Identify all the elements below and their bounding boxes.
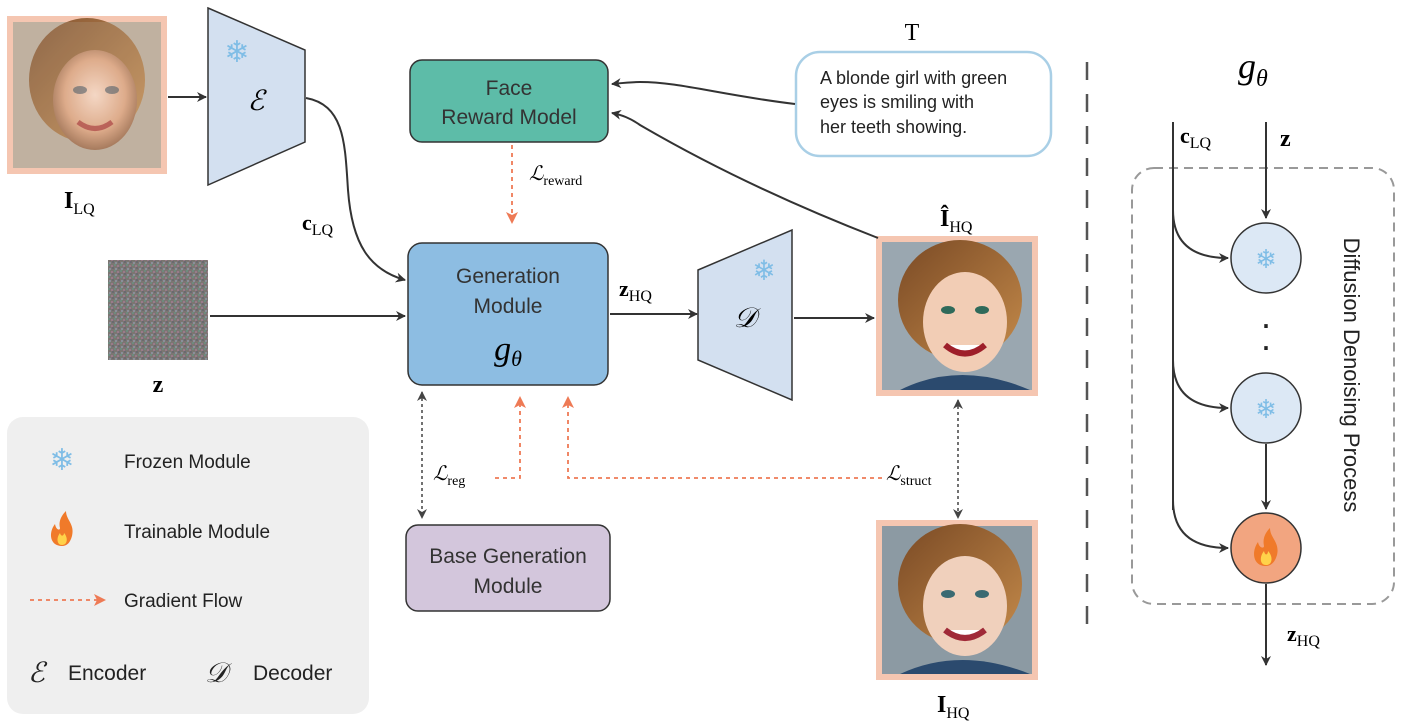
arrow-c-lq-step2 [1172,359,1229,413]
face-reward-line2: Reward Model [441,106,576,129]
text-prompt-label: T [905,20,920,46]
denoise-step-1: ❄ [1230,222,1302,294]
diffusion-process-box [1131,167,1395,605]
decoder-block: ❄ 𝒟 [697,228,793,402]
legend-frozen-label: Frozen Module [124,452,251,473]
face-reward-line1: Face [486,77,533,100]
base-generation-line1: Base Generation [429,545,587,568]
c-lq-label: cLQ [302,210,334,239]
diffusion-process-label: Diffusion Denoising Process [1339,238,1364,513]
reg-loss-label: ℒreg [433,463,465,489]
face-reward-model-box: Face Reward Model [409,59,609,143]
hq-ground-truth-image [876,520,1038,680]
prompt-line2: eyes is smiling with [820,92,974,112]
hq-hat-output-image [876,236,1038,396]
snowflake-icon: ❄ [1255,394,1277,424]
noise-label: z [153,372,164,398]
text-prompt-bubble: A blonde girl with green eyes is smiling… [794,50,1053,158]
denoise-step-2: ❄ [1230,372,1302,444]
hq-label: IHQ [937,692,970,722]
base-generation-line2: Module [474,575,543,598]
arrow-output-to-reward [611,109,879,239]
encoder-block: ❄ ℰ [207,6,306,187]
panel-z-hq-label: zHQ [1287,621,1320,650]
panel-c-lq-label: cLQ [1180,123,1212,152]
z-hq-label: zHQ [619,276,652,305]
reward-loss-label: ℒreward [529,163,582,189]
generation-line1: Generation [456,265,560,288]
flame-icon [1254,528,1278,566]
legend-encoder-symbol: ℰ [28,658,48,689]
reg-gradient-arrow [495,396,526,479]
prompt-line3: her teeth showing. [820,117,967,137]
snowflake-icon: ❄ [224,36,249,69]
panel-z-label: z [1280,126,1291,152]
lq-image-label: ILQ [64,188,95,218]
base-generation-module-box: Base Generation Module [405,524,611,612]
ellipsis-dot: · [1260,325,1272,366]
lq-input-image [7,16,167,174]
legend-decoder-label: Decoder [253,662,332,685]
legend-trainable-label: Trainable Module [124,522,270,543]
ellipsis-dot: · [1260,303,1272,344]
legend-encoder-label: Encoder [68,662,146,685]
snowflake-icon: ❄ [49,444,74,477]
hq-hat-label: ÎHQ [940,205,973,236]
encoder-symbol: ℰ [248,86,268,117]
arrow-c-lq-step1 [1172,209,1229,263]
generation-symbol: gθ [494,331,522,371]
denoise-step-trainable [1230,512,1302,584]
generation-module-box: Generation Module gθ [407,242,609,386]
noise-image [108,260,208,360]
legend-panel: ❄ Frozen Module Trainable Module Gradien… [7,417,369,714]
arrow-encoder-to-generation [305,97,406,283]
prompt-line1: A blonde girl with green [820,68,1007,88]
arrow-c-lq-step3 [1172,499,1229,553]
legend-gradient-label: Gradient Flow [124,591,243,612]
flame-icon [50,511,73,546]
arrow-prompt-to-reward [611,78,796,105]
struct-loss-label: ℒstruct [886,463,932,489]
panel-title: gθ [1238,46,1268,92]
snowflake-icon: ❄ [752,255,775,286]
generation-line2: Module [474,295,543,318]
snowflake-icon: ❄ [1255,244,1277,274]
struct-gradient-arrow [562,396,882,479]
